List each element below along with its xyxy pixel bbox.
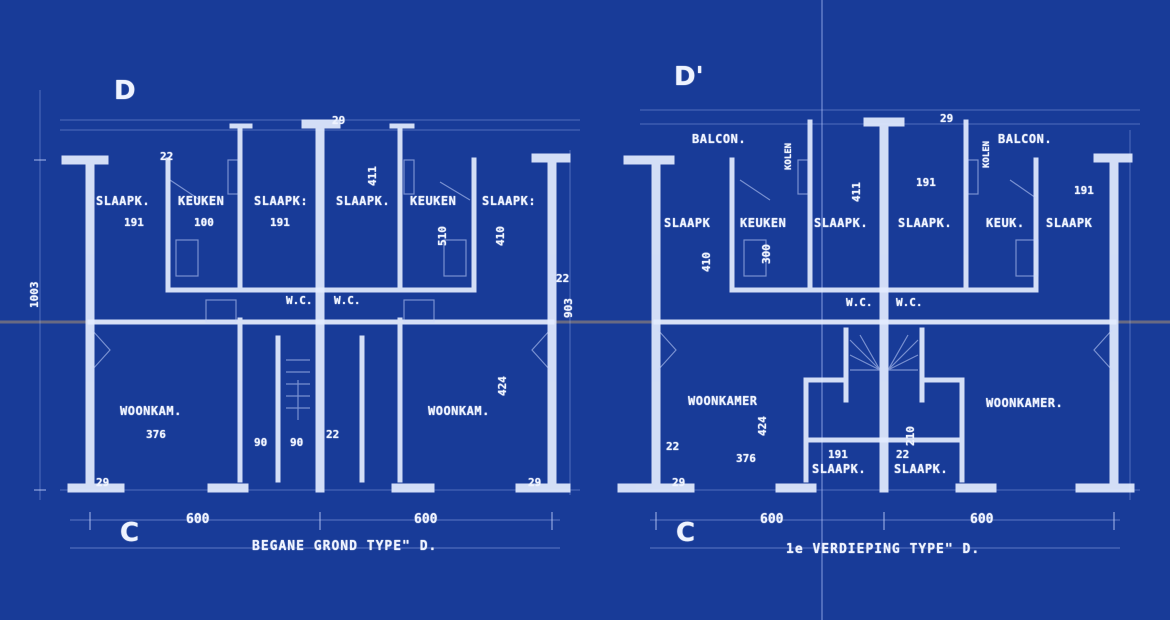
ff-room-slaapk-5: SLAAPK. [812,462,867,476]
ground-floor-width-left: 600 [186,512,210,527]
gf-dim-411: 411 [366,166,379,186]
first-floor-guides [640,109,1140,549]
gf-dim-510: 510 [436,226,449,246]
ff-dim-210: 210 [904,426,917,446]
gf-dim-424: 424 [496,376,509,396]
ff-dim-411: 411 [850,182,863,202]
gf-dim-29-a: 29 [96,476,110,489]
ff-room-balcon-left: BALCON. [692,132,747,146]
gf-dim-29-b: 29 [332,114,346,127]
gf-dim-191-a: 191 [124,216,144,229]
ground-floor-depth-right: 903 [562,298,575,318]
ff-room-slaapk-6: SLAAPK. [894,462,949,476]
ff-room-wc-1: W.C. [846,296,873,309]
ff-dim-191-b: 191 [1074,184,1094,197]
ground-floor-plan [34,90,580,549]
first-floor-width-right: 600 [970,512,994,527]
gf-dim-90-a: 90 [254,436,268,449]
ff-dim-22-a: 22 [666,440,680,453]
gf-room-wc-2: W.C. [334,294,361,307]
ff-dim-22-b: 22 [896,448,910,461]
first-floor-plan [617,109,1140,549]
gf-room-woonkam-left: WOONKAM. [120,404,182,418]
ground-floor-depth-overall: 1003 [28,281,41,309]
gf-dim-22-a: 22 [160,150,174,163]
gf-room-slaapk-3: SLAAPK. [336,194,391,208]
gf-room-woonkam-right: WOONKAM. [428,404,490,418]
section-mark-c-right: C [676,518,696,548]
gf-dim-90-b: 90 [290,436,304,449]
ff-dim-376: 376 [736,452,756,465]
ff-room-woonkamer-left: WOONKAMER [688,394,758,408]
gf-dim-29-c: 29 [528,476,542,489]
ff-dim-191-c: 191 [828,448,848,461]
gf-dim-376: 376 [146,428,166,441]
gf-dim-22-b: 22 [556,272,570,285]
gf-room-keuken-2: KEUKEN [410,194,457,208]
ff-room-slaapk-1: SLAAPK [664,216,711,230]
ff-room-woonkamer-right: WOONKAMER. [986,396,1064,410]
ff-dim-300: 300 [760,244,773,264]
gf-dim-191-b: 191 [270,216,290,229]
ground-floor-width-right: 600 [414,512,438,527]
gf-room-slaapk-2: SLAAPK: [254,194,309,208]
gf-room-slaapk-4: SLAAPK: [482,194,537,208]
ff-room-balcon-right: BALCON. [998,132,1053,146]
ff-dim-410: 410 [700,252,713,272]
gf-room-wc-1: W.C. [286,294,313,307]
ff-room-keuk: KEUK. [986,216,1025,230]
ff-room-slaapk-2: SLAAPK. [814,216,869,230]
ff-room-kolen-right: KOLEN [982,140,992,168]
section-mark-d-prime: D' [674,62,704,92]
section-mark-c-left: C [120,518,140,548]
ff-dim-191-a: 191 [916,176,936,189]
gf-dim-410: 410 [494,226,507,246]
ground-floor-fixtures [91,159,551,420]
ground-floor-inner-walls [87,123,555,483]
gf-room-slaapk-1: SLAAPK. [96,194,151,208]
ff-room-slaapk-4: SLAAPK [1046,216,1093,230]
ff-dim-424: 424 [756,416,769,436]
ground-floor-title: BEGANE GROND TYPE" D. [252,539,438,554]
ff-dim-29-b: 29 [940,112,954,125]
ff-dim-29-a: 29 [672,476,686,489]
first-floor-inner-walls [653,119,1117,483]
ff-room-kolen-left: KOLEN [784,142,794,170]
gf-room-keuken-1: KEUKEN [178,194,225,208]
ff-room-slaapk-3: SLAAPK. [898,216,953,230]
gf-dim-22-c: 22 [326,428,340,441]
gf-dim-100: 100 [194,216,214,229]
section-mark-d: D [114,76,136,106]
ff-room-keuken: KEUKEN [740,216,787,230]
ff-room-wc-2: W.C. [896,296,923,309]
first-floor-title: 1e VERDIEPING TYPE" D. [786,542,981,557]
first-floor-width-left: 600 [760,512,784,527]
first-floor-fixtures [657,159,1113,371]
